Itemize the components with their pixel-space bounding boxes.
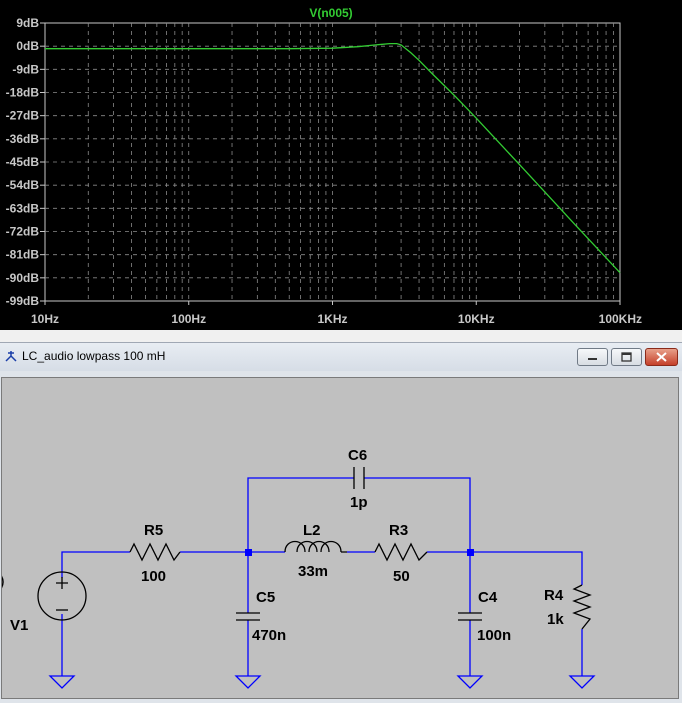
voltage-source-v1[interactable] <box>37 571 87 621</box>
x-tick-label: 100Hz <box>171 312 206 326</box>
label-c6: C6 <box>348 447 367 464</box>
close-button[interactable] <box>645 348 678 366</box>
capacitor-c4[interactable] <box>458 612 482 621</box>
value-c5: 470n <box>252 627 286 644</box>
value-c4: 100n <box>477 627 511 644</box>
label-r5: R5 <box>144 522 163 539</box>
value-c6: 1p <box>350 494 368 511</box>
capacitor-c5[interactable] <box>236 612 260 621</box>
y-tick-label: -63dB <box>6 201 40 215</box>
label-l2: L2 <box>303 522 321 539</box>
ground-symbol-r4 <box>568 675 596 689</box>
resistor-r4[interactable] <box>572 584 592 630</box>
capacitor-c6[interactable] <box>353 467 365 489</box>
value-r5: 100 <box>141 568 166 585</box>
x-axis-ticks: 10Hz 100Hz 1KHz 10KHz 100KHz <box>31 301 642 326</box>
maximize-icon <box>621 352 632 362</box>
ground-symbol-v1 <box>48 675 76 689</box>
schematic-canvas[interactable]: V1 R5 100 C6 1p L2 33m R3 50 C5 4 <box>1 377 679 699</box>
label-r4: R4 <box>544 587 564 604</box>
y-tick-label: -90dB <box>6 271 40 285</box>
y-tick-label: -54dB <box>6 178 40 192</box>
label-r3: R3 <box>389 522 408 539</box>
close-icon <box>656 352 667 362</box>
schematic-drawing: V1 R5 100 C6 1p L2 33m R3 50 C5 4 <box>2 447 596 689</box>
schematic-icon <box>5 351 17 362</box>
value-r4: 1k <box>547 611 564 628</box>
window-title: LC_audio lowpass 100 mH <box>22 349 166 363</box>
ground-symbol-c5 <box>234 675 262 689</box>
y-tick-label: -81dB <box>6 248 40 262</box>
x-tick-label: 10Hz <box>31 312 59 326</box>
offscreen-label-fragment <box>2 575 4 589</box>
pane-separator <box>0 330 682 342</box>
x-tick-label: 10KHz <box>458 312 495 326</box>
label-v1: V1 <box>10 617 28 634</box>
trace-line-v-n005 <box>45 42 621 274</box>
value-l2: 33m <box>298 563 328 580</box>
y-tick-label: -27dB <box>6 109 40 123</box>
x-tick-label: 1KHz <box>317 312 347 326</box>
label-c4: C4 <box>478 589 498 606</box>
wires <box>61 477 583 676</box>
resistor-r3[interactable] <box>374 542 428 562</box>
value-r3: 50 <box>393 568 410 585</box>
minimize-icon <box>588 358 597 360</box>
y-tick-label: -36dB <box>6 132 40 146</box>
plot-svg: 9dB 0dB -9dB -18dB -27dB -36dB -45dB -54dB -63dB… <box>6 6 642 326</box>
y-tick-label: -18dB <box>6 86 40 100</box>
resistor-r5[interactable] <box>129 542 181 562</box>
ground-symbol-c4 <box>456 675 484 689</box>
y-tick-label: -45dB <box>6 155 40 169</box>
y-axis-ticks: 9dB 0dB -9dB -18dB -27dB -36dB -45dB -54dB -63dB… <box>6 16 45 308</box>
y-tick-label: 0dB <box>16 39 39 53</box>
plot-grid <box>45 23 620 301</box>
x-tick-label: 100KHz <box>599 312 642 326</box>
minimize-button[interactable] <box>577 348 608 366</box>
label-c5: C5 <box>256 589 275 606</box>
y-tick-label: -9dB <box>12 62 39 76</box>
window-titlebar[interactable]: LC_audio lowpass 100 mH <box>0 343 682 371</box>
y-tick-label: -72dB <box>6 225 40 239</box>
junction-node-left[interactable] <box>245 549 252 556</box>
maximize-button[interactable] <box>611 348 642 366</box>
inductor-l2[interactable] <box>284 540 347 553</box>
junction-node-right[interactable] <box>467 549 474 556</box>
waveform-plot-pane[interactable]: 9dB 0dB -9dB -18dB -27dB -36dB -45dB -54dB -63dB… <box>0 0 682 330</box>
y-tick-label: -99dB <box>6 294 40 308</box>
y-tick-label: 9dB <box>16 16 39 30</box>
schematic-window: LC_audio lowpass 100 mH <box>0 342 682 703</box>
trace-label[interactable]: V(n005) <box>309 6 352 20</box>
